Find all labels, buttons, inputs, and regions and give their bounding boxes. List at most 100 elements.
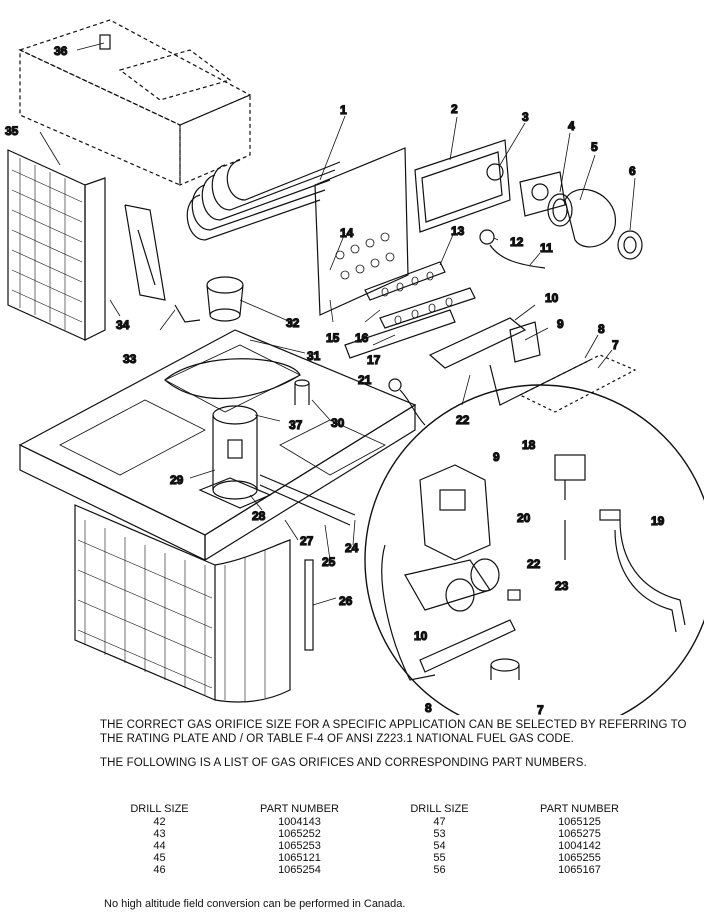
detail-callout-22: 22 xyxy=(527,557,541,571)
callout-6: 6 xyxy=(629,164,636,178)
header-drill-size-1: DRILL SIZE xyxy=(130,803,189,815)
detail-callout-8: 8 xyxy=(425,701,432,715)
callout-36: 36 xyxy=(54,44,68,58)
detail-callout-23: 23 xyxy=(555,579,569,593)
callout-12: 12 xyxy=(510,235,524,249)
table-row: 42 1004143 47 1065125 xyxy=(100,816,660,828)
callout-21: 21 xyxy=(358,373,372,387)
canada-altitude-note: No high altitude field conversion can be… xyxy=(104,898,406,910)
detail-callout-20: 20 xyxy=(517,511,531,525)
table-cell: 1065254 xyxy=(278,864,321,876)
detail-igniter xyxy=(554,454,686,633)
inducer-motor xyxy=(617,230,643,260)
callout-31: 31 xyxy=(307,349,321,363)
inducer-ring xyxy=(547,193,573,227)
callout-30: 30 xyxy=(331,416,345,430)
detail-gas-valve xyxy=(419,464,491,561)
detail-circle xyxy=(364,384,704,715)
accumulator xyxy=(294,379,310,405)
table-cell: 45 xyxy=(153,852,166,864)
callout-8: 8 xyxy=(598,322,605,336)
table-row: 46 1065254 56 1065167 xyxy=(100,864,660,876)
callout-32: 32 xyxy=(286,316,300,330)
table-cell: 54 xyxy=(433,840,446,852)
table-cell: 43 xyxy=(153,828,166,840)
callout-28: 28 xyxy=(252,509,266,523)
callout-26: 26 xyxy=(339,594,353,608)
callout-34: 34 xyxy=(116,318,130,332)
notes-block: THE CORRECT GAS ORIFICE SIZE FOR A SPECI… xyxy=(100,718,690,770)
callout-17: 17 xyxy=(367,353,381,367)
air-baffle xyxy=(164,358,301,400)
control-bracket xyxy=(124,204,201,323)
burner-plates xyxy=(344,261,476,359)
cover-bracket xyxy=(99,34,111,50)
callout-5: 5 xyxy=(591,140,598,154)
orifice-part-table: DRILL SIZE PART NUMBER DRILL SIZE PART N… xyxy=(100,802,660,876)
leader-lines xyxy=(39,42,636,606)
refrigerant-tubing xyxy=(259,474,356,526)
detail-limit-switch xyxy=(490,658,520,680)
table-cell: 1065255 xyxy=(558,852,601,864)
table-row: 44 1065253 54 1004142 xyxy=(100,840,660,852)
callout-2: 2 xyxy=(451,102,458,116)
detail-burners xyxy=(404,558,500,612)
callout-24: 24 xyxy=(345,541,359,555)
base-pan xyxy=(18,329,417,562)
heat-exchanger xyxy=(186,147,409,316)
orifice-selection-note: THE CORRECT GAS ORIFICE SIZE FOR A SPECI… xyxy=(100,719,687,745)
table-cell: 1004142 xyxy=(558,840,601,852)
table-cell: 44 xyxy=(153,840,166,852)
callout-9: 9 xyxy=(557,317,564,331)
table-cell: 1065125 xyxy=(558,816,601,828)
detail-callout-19: 19 xyxy=(651,514,665,528)
flame-sensor xyxy=(388,378,426,426)
table-cell: 1065275 xyxy=(558,828,601,840)
inducer-blower xyxy=(564,188,616,248)
table-cell: 1065167 xyxy=(558,864,601,876)
exploded-parts-diagram: 36 35 1 2 3 4 5 6 14 13 12 11 34 32 15 1… xyxy=(4,19,704,715)
callout-11: 11 xyxy=(540,241,553,255)
coil-bracket xyxy=(304,559,314,651)
callout-15: 15 xyxy=(326,331,340,345)
table-row: 45 1065121 55 1065255 xyxy=(100,852,660,864)
callout-27: 27 xyxy=(300,534,314,548)
flue-collector xyxy=(414,139,511,233)
detail-callout-18: 18 xyxy=(522,438,536,452)
callout-13: 13 xyxy=(451,224,465,238)
detail-manifold xyxy=(381,544,516,681)
table-cell: 1065252 xyxy=(278,828,321,840)
callout-7: 7 xyxy=(612,338,619,352)
orifice-list-intro: THE FOLLOWING IS A LIST OF GAS ORIFICES … xyxy=(100,757,587,769)
header-part-number-1: PART NUMBER xyxy=(260,803,339,815)
header-part-number-2: PART NUMBER xyxy=(540,803,619,815)
callout-35: 35 xyxy=(5,124,19,138)
manifold-area xyxy=(489,354,637,413)
pressure-switch xyxy=(479,229,546,269)
callout-14: 14 xyxy=(340,226,354,240)
detail-fitting xyxy=(507,589,521,601)
table-header-row: DRILL SIZE PART NUMBER DRILL SIZE PART N… xyxy=(100,802,660,816)
table-cell: 1004143 xyxy=(278,816,321,828)
table-row: 43 1065252 53 1065275 xyxy=(100,828,660,840)
table-cell: 42 xyxy=(153,816,166,828)
callout-3: 3 xyxy=(522,110,529,124)
callout-16: 16 xyxy=(355,331,369,345)
blower-motor xyxy=(206,276,244,322)
table-cell: 56 xyxy=(433,864,446,876)
callout-25: 25 xyxy=(322,555,336,569)
callout-10: 10 xyxy=(545,291,559,305)
table-cell: 46 xyxy=(153,864,166,876)
compressor xyxy=(198,405,272,509)
header-drill-size-2: DRILL SIZE xyxy=(410,803,469,815)
callout-22: 22 xyxy=(456,413,470,427)
detail-callout-10: 10 xyxy=(414,629,428,643)
top-cover xyxy=(18,19,252,186)
table-cell: 47 xyxy=(433,816,446,828)
callout-37: 37 xyxy=(289,418,303,432)
burner-assembly xyxy=(428,317,541,369)
table-cell: 55 xyxy=(433,852,446,864)
table-cell: 53 xyxy=(433,828,446,840)
callout-1: 1 xyxy=(340,103,347,117)
callout-labels: 36 35 1 2 3 4 5 6 14 13 12 11 34 32 15 1… xyxy=(4,43,665,715)
